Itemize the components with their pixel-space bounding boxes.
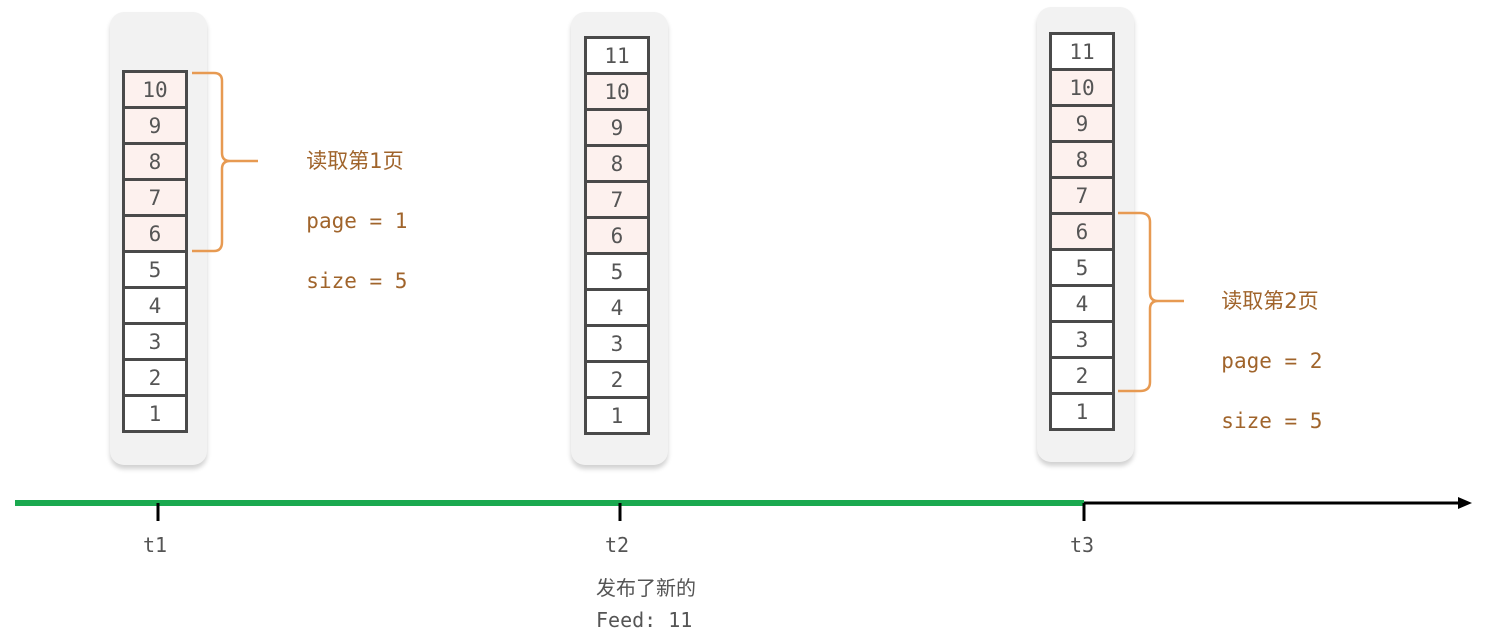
feed-item: 4 — [587, 291, 647, 324]
page-1-page-param: page = 1 — [306, 209, 408, 233]
page-1-size-param: size = 5 — [306, 269, 408, 293]
time-label-t3: t3 — [1070, 533, 1095, 557]
feed-item: 1 — [125, 397, 185, 430]
feed-item: 5 — [125, 253, 185, 286]
time-label-t2: t2 — [605, 533, 630, 557]
feed-stack-t3: 11 10 9 8 7 6 5 4 3 2 1 — [1049, 32, 1115, 431]
feed-item: 11 — [1052, 35, 1112, 68]
feed-stack-t1: 10 9 8 7 6 5 4 3 2 1 — [122, 70, 188, 433]
feed-item: 3 — [125, 325, 185, 358]
feed-item: 2 — [125, 361, 185, 394]
new-feed-note: 发布了新的 Feed: 11 — [596, 572, 696, 636]
feed-item: 6 — [587, 219, 647, 252]
feed-item: 1 — [1052, 395, 1112, 428]
feed-item: 9 — [587, 111, 647, 144]
feed-item: 8 — [1052, 143, 1112, 176]
feed-item: 6 — [125, 217, 185, 250]
feed-item: 9 — [125, 109, 185, 142]
feed-item: 10 — [1052, 71, 1112, 104]
page-1-label: 读取第1页 page = 1 size = 5 — [281, 116, 407, 296]
feed-item: 4 — [125, 289, 185, 322]
page-2-page-param: page = 2 — [1221, 349, 1323, 373]
new-feed-note-title: 发布了新的 — [596, 576, 696, 600]
feed-item: 10 — [587, 75, 647, 108]
feed-item: 5 — [1052, 251, 1112, 284]
page-1-title: 读取第1页 — [306, 149, 404, 173]
time-label-t1: t1 — [143, 533, 168, 557]
page-2-size-param: size = 5 — [1221, 409, 1323, 433]
feed-item: 11 — [587, 39, 647, 72]
feed-item: 5 — [587, 255, 647, 288]
feed-item: 3 — [1052, 323, 1112, 356]
feed-item: 10 — [125, 73, 185, 106]
feed-stack-t2: 11 10 9 8 7 6 5 4 3 2 1 — [584, 36, 650, 435]
page-2-bracket — [1118, 211, 1184, 393]
feed-item: 2 — [587, 363, 647, 396]
feed-item: 4 — [1052, 287, 1112, 320]
feed-item: 7 — [125, 181, 185, 214]
feed-item: 3 — [587, 327, 647, 360]
page-2-title: 读取第2页 — [1221, 289, 1319, 313]
feed-item: 6 — [1052, 215, 1112, 248]
feed-item: 8 — [125, 145, 185, 178]
new-feed-note-value: Feed: 11 — [596, 608, 693, 632]
feed-item: 8 — [587, 147, 647, 180]
feed-item: 9 — [1052, 107, 1112, 140]
feed-item: 7 — [1052, 179, 1112, 212]
feed-item: 1 — [587, 399, 647, 432]
timeline-arrow-icon — [1458, 497, 1472, 509]
feed-item: 7 — [587, 183, 647, 216]
page-1-bracket — [192, 71, 258, 253]
page-2-label: 读取第2页 page = 2 size = 5 — [1196, 256, 1322, 436]
feed-item: 2 — [1052, 359, 1112, 392]
